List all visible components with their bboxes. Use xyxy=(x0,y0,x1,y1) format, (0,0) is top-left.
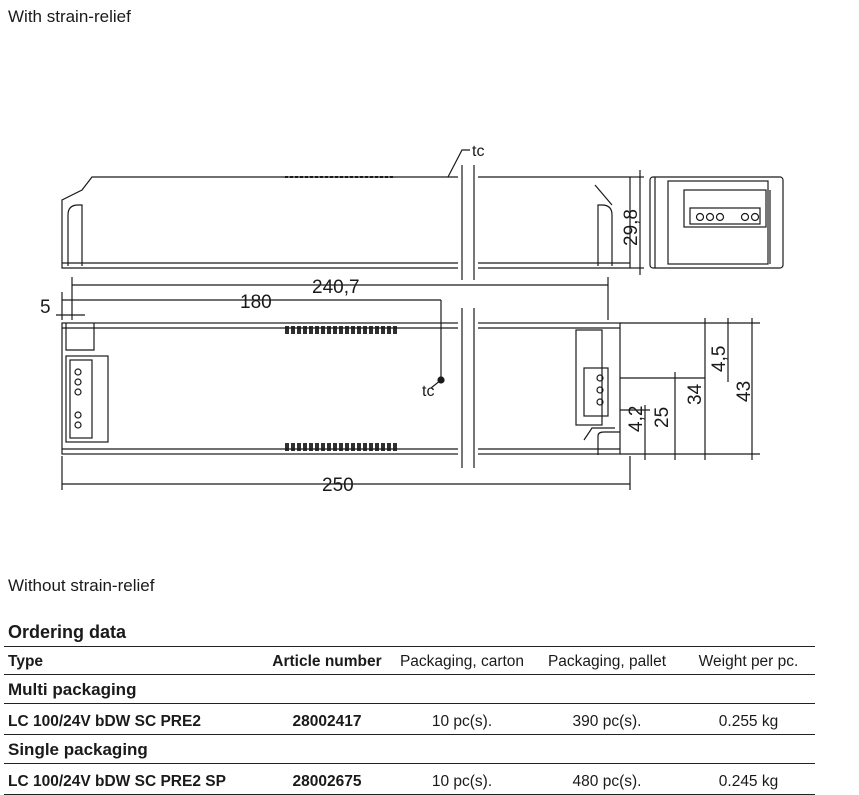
cell-weight: 0.245 kg xyxy=(682,763,815,795)
ordering-data-title: Ordering data xyxy=(8,622,127,642)
header-type: Type xyxy=(4,646,262,675)
end-view xyxy=(649,176,784,269)
cell-carton: 10 pc(s). xyxy=(392,703,532,735)
group-row: Single packaging xyxy=(4,734,815,764)
header-pallet: Packaging, pallet xyxy=(532,646,682,675)
table-header-row: Type Article number Packaging, carton Pa… xyxy=(4,646,815,675)
header-article: Article number xyxy=(262,646,392,675)
caption-with-strain-relief: With strain-relief xyxy=(8,7,131,26)
dim-4-5: 4,5 xyxy=(709,346,730,372)
tc-label-top: tc xyxy=(422,383,434,400)
technical-drawing: tc tc 29,8 240,7 5 180 250 4,5 34 43 4,2… xyxy=(40,143,784,496)
header-weight: Weight per pc. xyxy=(682,646,815,675)
dim-height-side: 29,8 xyxy=(621,209,642,246)
cell-article: 28002675 xyxy=(262,763,392,795)
cell-weight: 0.255 kg xyxy=(682,703,815,735)
table-row: LC 100/24V bDW SC PRE2 28002417 10 pc(s)… xyxy=(4,703,815,735)
side-view xyxy=(61,149,644,280)
cell-carton: 10 pc(s). xyxy=(392,763,532,795)
dim-34: 34 xyxy=(685,383,706,405)
group-row: Multi packaging xyxy=(4,674,815,704)
dim-4-2: 4,2 xyxy=(626,406,647,432)
cell-type: LC 100/24V bDW SC PRE2 SP xyxy=(4,763,262,795)
dim-43: 43 xyxy=(734,381,755,402)
top-view xyxy=(61,300,621,468)
cell-pallet: 390 pc(s). xyxy=(532,703,682,735)
caption-without-strain-relief: Without strain-relief xyxy=(8,576,155,595)
dim-offset: 5 xyxy=(40,297,51,318)
dimension-lines xyxy=(56,277,760,490)
group-name: Single packaging xyxy=(4,734,815,764)
cell-pallet: 480 pc(s). xyxy=(532,763,682,795)
header-carton: Packaging, carton xyxy=(392,646,532,675)
group-name: Multi packaging xyxy=(4,674,815,704)
dim-tc-distance: 180 xyxy=(240,292,272,313)
cell-article: 28002417 xyxy=(262,703,392,735)
dim-length-total: 250 xyxy=(322,475,354,496)
dim-length-inner: 240,7 xyxy=(312,277,360,298)
table-row: LC 100/24V bDW SC PRE2 SP 28002675 10 pc… xyxy=(4,763,815,795)
ordering-table: Type Article number Packaging, carton Pa… xyxy=(4,646,815,795)
tc-label-side: tc xyxy=(472,143,484,160)
cell-type: LC 100/24V bDW SC PRE2 xyxy=(4,703,262,735)
dim-25: 25 xyxy=(652,407,673,428)
